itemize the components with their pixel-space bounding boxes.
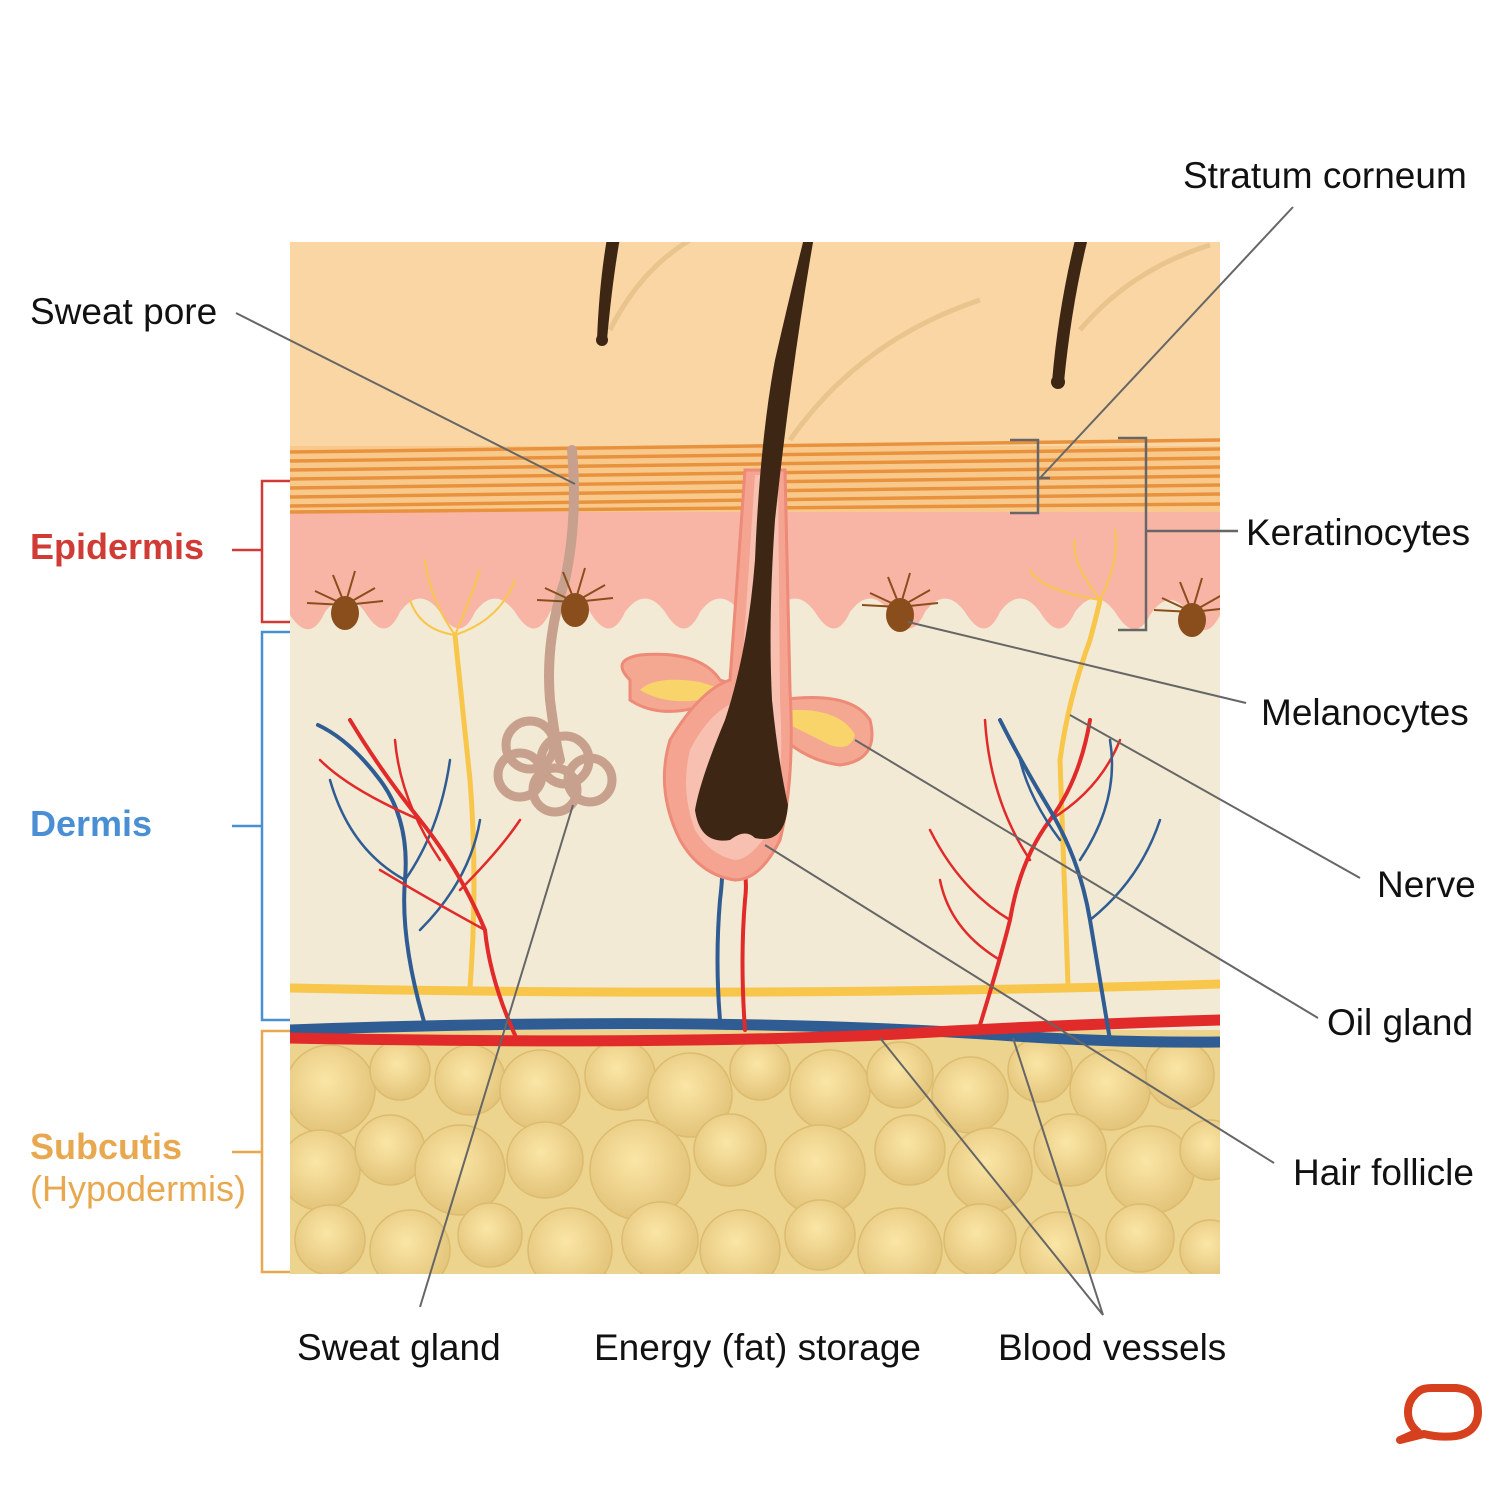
- fat-cell: [857, 1207, 943, 1274]
- leader-lines: [235, 206, 1361, 1316]
- fat-cell: [457, 1202, 523, 1268]
- label-sweat-gland: Sweat gland: [297, 1327, 501, 1368]
- fat-cell: [294, 1204, 366, 1274]
- fat-cell: [1007, 1037, 1073, 1103]
- fat-cell: [1145, 1040, 1215, 1110]
- label-energy-storage: Energy (fat) storage: [594, 1327, 921, 1368]
- melanocytes: [306, 567, 1220, 637]
- fat-cells: [290, 1037, 1220, 1274]
- vein-main: [290, 1018, 1220, 1048]
- fat-cell: [1105, 1203, 1175, 1273]
- fat-cell: [947, 1127, 1033, 1213]
- fat-cell: [290, 1044, 376, 1136]
- label-keratinocytes: Keratinocytes: [1246, 512, 1471, 553]
- fat-cell: [506, 1121, 584, 1199]
- sweat-gland: [493, 445, 617, 817]
- fat-cell: [290, 1129, 361, 1211]
- skin-surface: [290, 242, 1220, 452]
- fat-cell: [414, 1124, 506, 1216]
- epidermis-bracket: [232, 479, 290, 624]
- fat-cell: [1105, 1125, 1195, 1215]
- fat-cell: [729, 1039, 791, 1101]
- label-subcutis: Subcutis: [30, 1126, 183, 1167]
- fat-cell: [584, 1039, 656, 1111]
- melanocyte: [1153, 577, 1220, 637]
- label-melanocytes: Melanocytes: [1261, 692, 1469, 733]
- label-dermis: Dermis: [30, 803, 153, 844]
- fat-cell: [499, 1049, 581, 1131]
- speech-bubble-logo-icon: [1396, 1384, 1482, 1444]
- label-blood-vessels: Blood vessels: [998, 1327, 1227, 1368]
- subcutis-bracket: [232, 1029, 290, 1274]
- fat-cell: [527, 1207, 613, 1274]
- label-oil-gland: Oil gland: [1327, 1002, 1474, 1043]
- fat-cell: [693, 1113, 767, 1187]
- fat-cell: [874, 1114, 946, 1186]
- nerves: [290, 529, 1220, 997]
- fat-cell: [789, 1049, 871, 1131]
- label-hair-follicle: Hair follicle: [1293, 1152, 1474, 1193]
- label-epidermis: Epidermis: [30, 526, 205, 567]
- fat-cell: [866, 1041, 934, 1109]
- melanocyte: [306, 570, 384, 630]
- blood-vessels: [290, 718, 1220, 1048]
- fat-cell: [1019, 1211, 1101, 1274]
- fat-cell: [699, 1209, 781, 1274]
- fat-cell: [784, 1199, 856, 1271]
- fat-cell: [369, 1039, 431, 1101]
- fat-cell: [369, 1209, 451, 1274]
- fat-cell: [647, 1052, 733, 1138]
- label-stratum-corneum: Stratum corneum: [1183, 155, 1467, 196]
- fat-cell: [621, 1201, 699, 1274]
- fat-cell: [1179, 1119, 1220, 1181]
- melanocyte: [861, 572, 939, 632]
- label-sweat-pore: Sweat pore: [30, 291, 218, 332]
- artery-main: [290, 1014, 1220, 1047]
- keratinocytes-bracket: [1118, 436, 1238, 632]
- fat-cell: [931, 1056, 1009, 1134]
- fat-cell: [943, 1203, 1017, 1274]
- fat-cell: [434, 1044, 506, 1116]
- label-hypodermis: (Hypodermis): [30, 1168, 247, 1209]
- fat-cell: [1179, 1219, 1220, 1274]
- fat-cell: [1033, 1113, 1107, 1187]
- hairs: [596, 242, 1088, 841]
- dermis-bracket: [232, 630, 290, 1022]
- melanocyte: [536, 567, 614, 627]
- label-nerve: Nerve: [1377, 864, 1476, 905]
